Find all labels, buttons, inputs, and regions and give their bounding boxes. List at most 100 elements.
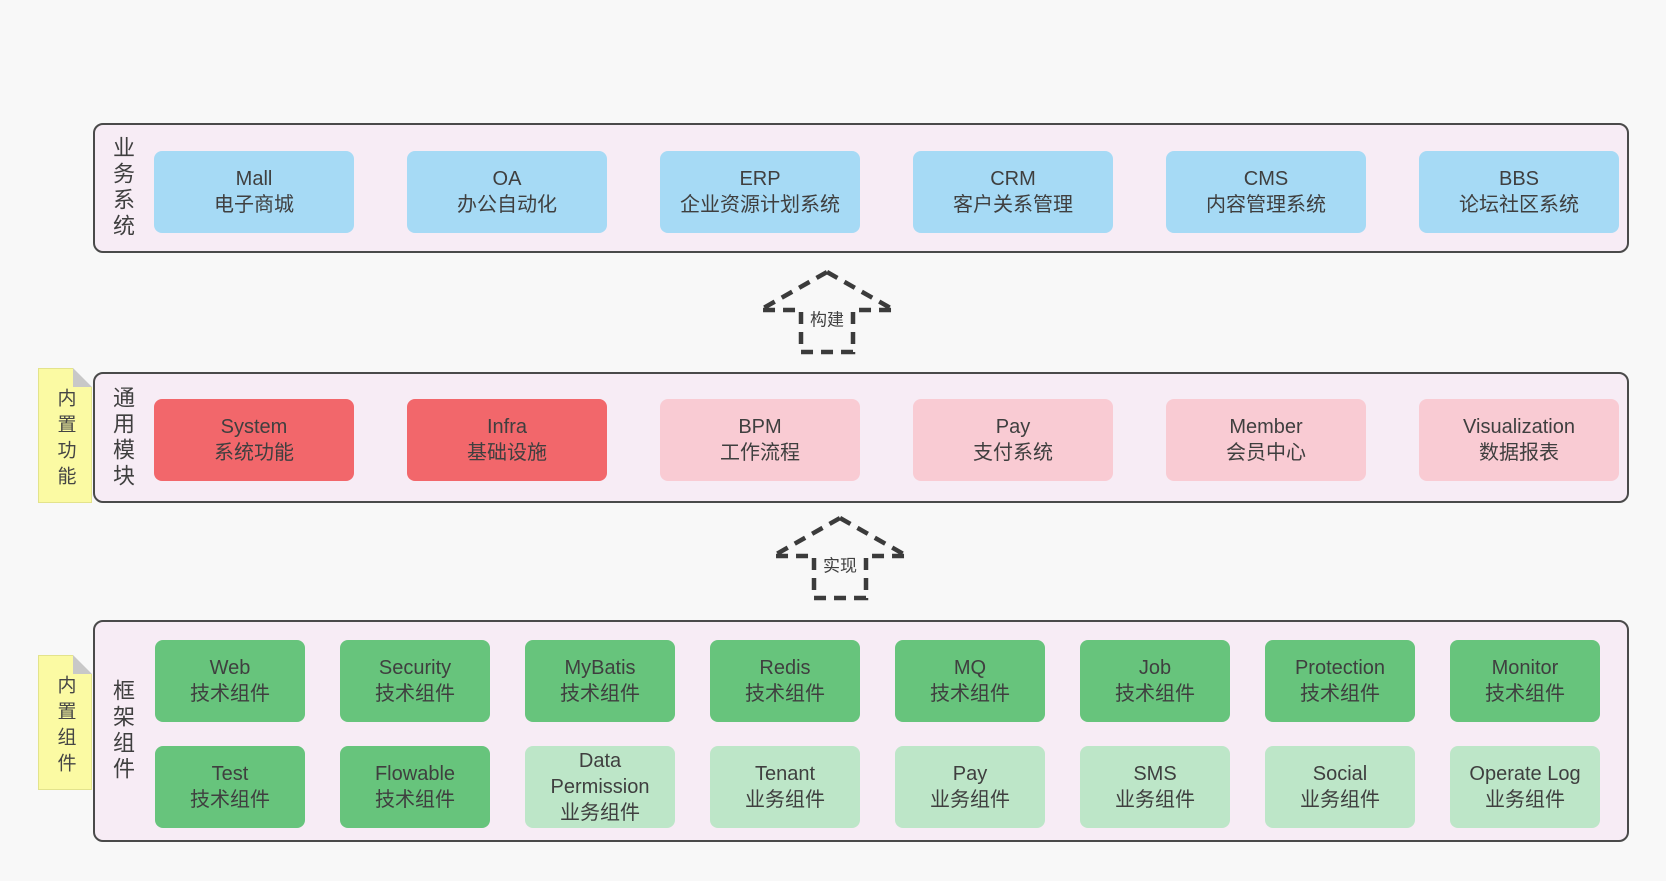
- box-name-en: CMS: [1243, 168, 1289, 190]
- box-pay: Pay 业务组件: [895, 746, 1045, 828]
- side-label-common-modules: 通用模块: [110, 385, 135, 490]
- section-common-modules: 通用模块 System 系统功能 Infra 基础设施 BPM 工作流程 Pay…: [93, 372, 1629, 503]
- box-name-en: Tenant: [754, 763, 816, 785]
- box-name-zh: 支付系统: [973, 442, 1053, 464]
- box-name-zh: 业务组件: [560, 802, 640, 824]
- box-name-en: MyBatis: [564, 657, 636, 679]
- box-name-zh: 客户关系管理: [953, 194, 1073, 216]
- up-arrow-icon: [751, 269, 903, 355]
- box-name-zh: 内容管理系统: [1206, 194, 1326, 216]
- box-infra: Infra 基础设施: [407, 399, 607, 481]
- box-mybatis: MyBatis 技术组件: [525, 640, 675, 722]
- box-name-en: BBS: [1498, 168, 1540, 190]
- box-social: Social 业务组件: [1265, 746, 1415, 828]
- box-name-en: Pay: [952, 763, 988, 785]
- up-arrow-icon: [764, 515, 916, 601]
- box-name-en: Mall: [235, 168, 273, 190]
- box-test: Test 技术组件: [155, 746, 305, 828]
- box-name-zh: 技术组件: [560, 683, 640, 705]
- box-name-zh: 技术组件: [1300, 683, 1380, 705]
- box-redis: Redis 技术组件: [710, 640, 860, 722]
- box-bpm: BPM 工作流程: [660, 399, 860, 481]
- arrow-implement-label: 实现: [819, 550, 861, 578]
- up-arrow-outline: [751, 269, 903, 355]
- box-name-zh: 技术组件: [1115, 683, 1195, 705]
- box-name-en: SMS: [1133, 763, 1177, 785]
- box-name-zh: 系统功能: [214, 442, 294, 464]
- box-name-zh: 基础设施: [467, 442, 547, 464]
- box-name-zh: 业务组件: [1485, 789, 1565, 811]
- box-name-zh: 技术组件: [745, 683, 825, 705]
- folded-corner-icon: [73, 655, 92, 674]
- box-name-zh: 技术组件: [190, 683, 270, 705]
- sticky-note-: 内置组件: [38, 655, 92, 790]
- box-name-en: Protection: [1294, 657, 1386, 679]
- box-protection: Protection 技术组件: [1265, 640, 1415, 722]
- box-name-en: Security: [378, 657, 452, 679]
- side-label-framework-components: 框架组件: [110, 679, 135, 783]
- box-name-en: MQ: [953, 657, 987, 679]
- box-name-en: BPM: [738, 416, 782, 438]
- box-name-en: Job: [1138, 657, 1172, 679]
- box-name-en: Pay: [995, 416, 1031, 438]
- box-member: Member 会员中心: [1166, 399, 1366, 481]
- box-name-zh: 会员中心: [1226, 442, 1306, 464]
- box-name-zh: 办公自动化: [457, 194, 557, 216]
- box-name-zh: 技术组件: [375, 683, 455, 705]
- box-name-en: Member: [1229, 416, 1303, 438]
- box-name-en: Monitor: [1491, 657, 1559, 679]
- box-name-en: Data Permission: [550, 750, 650, 798]
- sticky-note-label: 内置功能: [54, 387, 76, 492]
- sticky-note-: 内置功能: [38, 368, 92, 503]
- box-name-zh: 技术组件: [375, 789, 455, 811]
- box-erp: ERP 企业资源计划系统: [660, 151, 860, 233]
- box-bbs: BBS 论坛社区系统: [1419, 151, 1619, 233]
- section-business-systems: 业务系统 Mall 电子商城 OA 办公自动化 ERP 企业资源计划系统 CRM…: [93, 123, 1629, 253]
- box-web: Web 技术组件: [155, 640, 305, 722]
- box-name-zh: 业务组件: [745, 789, 825, 811]
- box-name-zh: 技术组件: [190, 789, 270, 811]
- box-visualization: Visualization 数据报表: [1419, 399, 1619, 481]
- box-name-en: OA: [492, 168, 522, 190]
- box-mall: Mall 电子商城: [154, 151, 354, 233]
- box-name-zh: 业务组件: [1300, 789, 1380, 811]
- arrow-build: 构建: [745, 262, 909, 358]
- box-name-zh: 业务组件: [930, 789, 1010, 811]
- box-name-zh: 企业资源计划系统: [680, 194, 840, 216]
- box-name-zh: 业务组件: [1115, 789, 1195, 811]
- section-framework-components: 框架组件 Web 技术组件 Security 技术组件 MyBatis 技术组件…: [93, 620, 1629, 842]
- box-job: Job 技术组件: [1080, 640, 1230, 722]
- box-name-zh: 论坛社区系统: [1459, 194, 1579, 216]
- box-name-en: Test: [211, 763, 249, 785]
- box-cms: CMS 内容管理系统: [1166, 151, 1366, 233]
- box-security: Security 技术组件: [340, 640, 490, 722]
- box-name-en: Infra: [486, 416, 528, 438]
- box-mq: MQ 技术组件: [895, 640, 1045, 722]
- box-flowable: Flowable 技术组件: [340, 746, 490, 828]
- box-name-zh: 技术组件: [1485, 683, 1565, 705]
- box-name-en: Flowable: [374, 763, 456, 785]
- box-monitor: Monitor 技术组件: [1450, 640, 1600, 722]
- arrow-build-label: 构建: [806, 304, 848, 332]
- box-name-zh: 技术组件: [930, 683, 1010, 705]
- box-name-en: CRM: [990, 168, 1036, 190]
- box-oa: OA 办公自动化: [407, 151, 607, 233]
- box-crm: CRM 客户关系管理: [913, 151, 1113, 233]
- box-name-en: Social: [1312, 763, 1368, 785]
- box-name-en: Web: [209, 657, 251, 679]
- box-pay: Pay 支付系统: [913, 399, 1113, 481]
- box-tenant: Tenant 业务组件: [710, 746, 860, 828]
- box-operate-log: Operate Log 业务组件: [1450, 746, 1600, 828]
- box-name-en: Visualization: [1463, 416, 1575, 438]
- sticky-note-label: 内置组件: [54, 674, 76, 779]
- box-name-en: System: [220, 416, 288, 438]
- box-name-zh: 电子商城: [214, 194, 294, 216]
- folded-corner-icon: [73, 368, 92, 387]
- box-name-zh: 工作流程: [720, 442, 800, 464]
- side-label-business-systems: 业务系统: [110, 136, 135, 240]
- box-name-en: ERP: [739, 168, 781, 190]
- box-system: System 系统功能: [154, 399, 354, 481]
- box-name-zh: 数据报表: [1479, 442, 1559, 464]
- box-name-en: Redis: [759, 657, 811, 679]
